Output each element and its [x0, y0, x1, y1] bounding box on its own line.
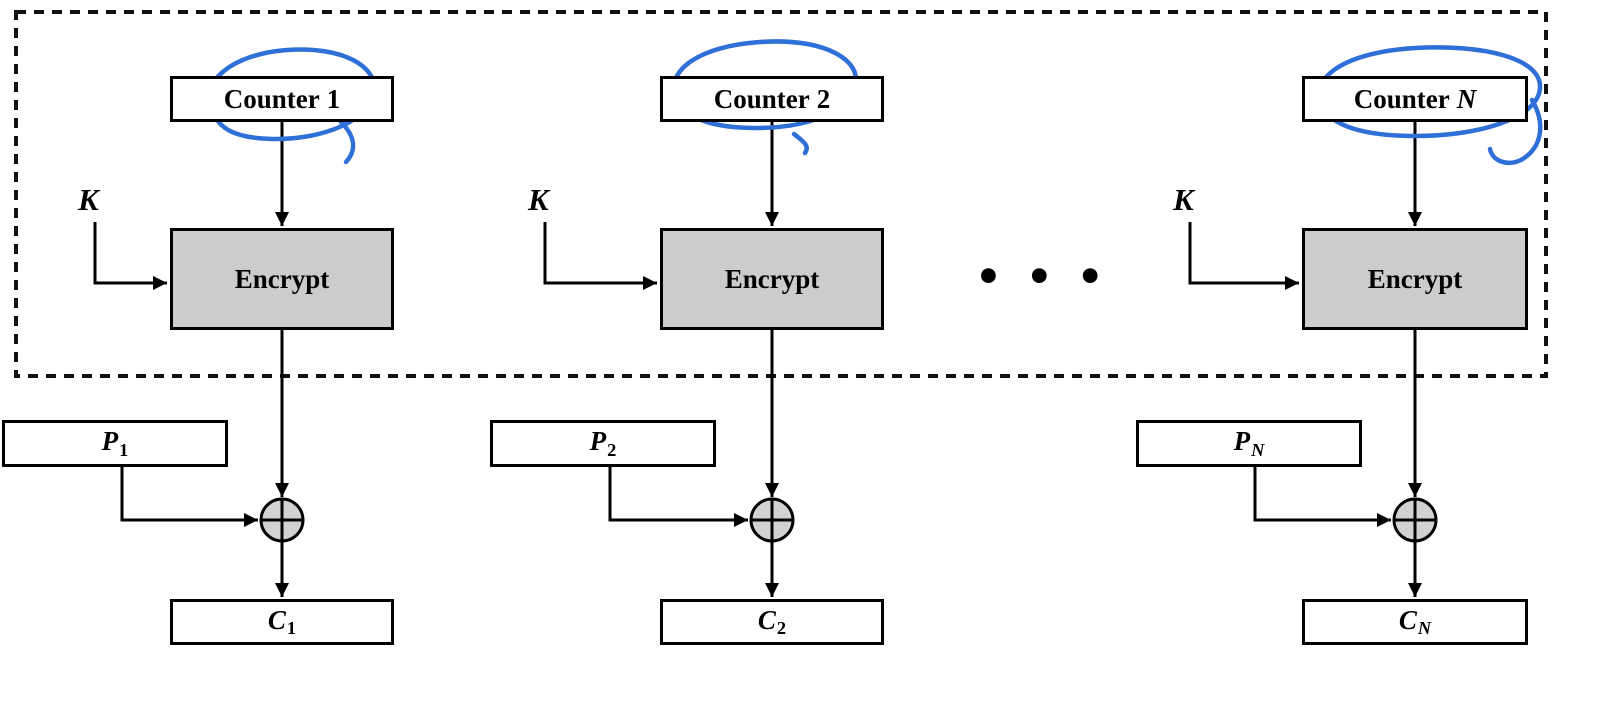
ciphertext-1-box: C1	[170, 599, 394, 645]
plaintext-1-box: P1	[2, 420, 228, 467]
key-label-1: K	[78, 182, 99, 217]
plaintext-n-box: PN	[1136, 420, 1362, 467]
encrypt-label-2: Encrypt	[724, 263, 820, 294]
plaintext-1-label: P1	[101, 426, 129, 460]
ciphertext-n-box: CN	[1302, 599, 1528, 645]
encrypt-box-1: Encrypt	[170, 228, 394, 330]
column-3-wires	[1188, 122, 1422, 597]
column-2-wires	[543, 122, 779, 597]
ellipsis-dots: •••	[975, 252, 1128, 301]
annotation-circle-counter-n	[1316, 45, 1543, 166]
ciphertext-n-label: CN	[1398, 604, 1432, 639]
ciphertext-1-label: C1	[267, 604, 297, 639]
ciphertext-2-label: C2	[757, 604, 787, 639]
plaintext-2-box: P2	[490, 420, 716, 467]
encrypt-label-n: Encrypt	[1367, 263, 1463, 294]
encrypt-label-1: Encrypt	[234, 263, 330, 294]
dashed-boundary	[14, 10, 1548, 378]
key-label-n: K	[1173, 182, 1194, 217]
ciphertext-2-box: C2	[660, 599, 884, 645]
column-1-wires	[93, 122, 289, 597]
encrypt-box-n: Encrypt	[1302, 228, 1528, 330]
xor-node-1	[259, 497, 305, 543]
encrypt-box-2: Encrypt	[660, 228, 884, 330]
key-label-2: K	[528, 182, 549, 217]
plaintext-n-label: PN	[1233, 426, 1265, 460]
plaintext-2-label: P2	[589, 426, 617, 460]
xor-node-3	[1392, 497, 1438, 543]
xor-node-2	[749, 497, 795, 543]
